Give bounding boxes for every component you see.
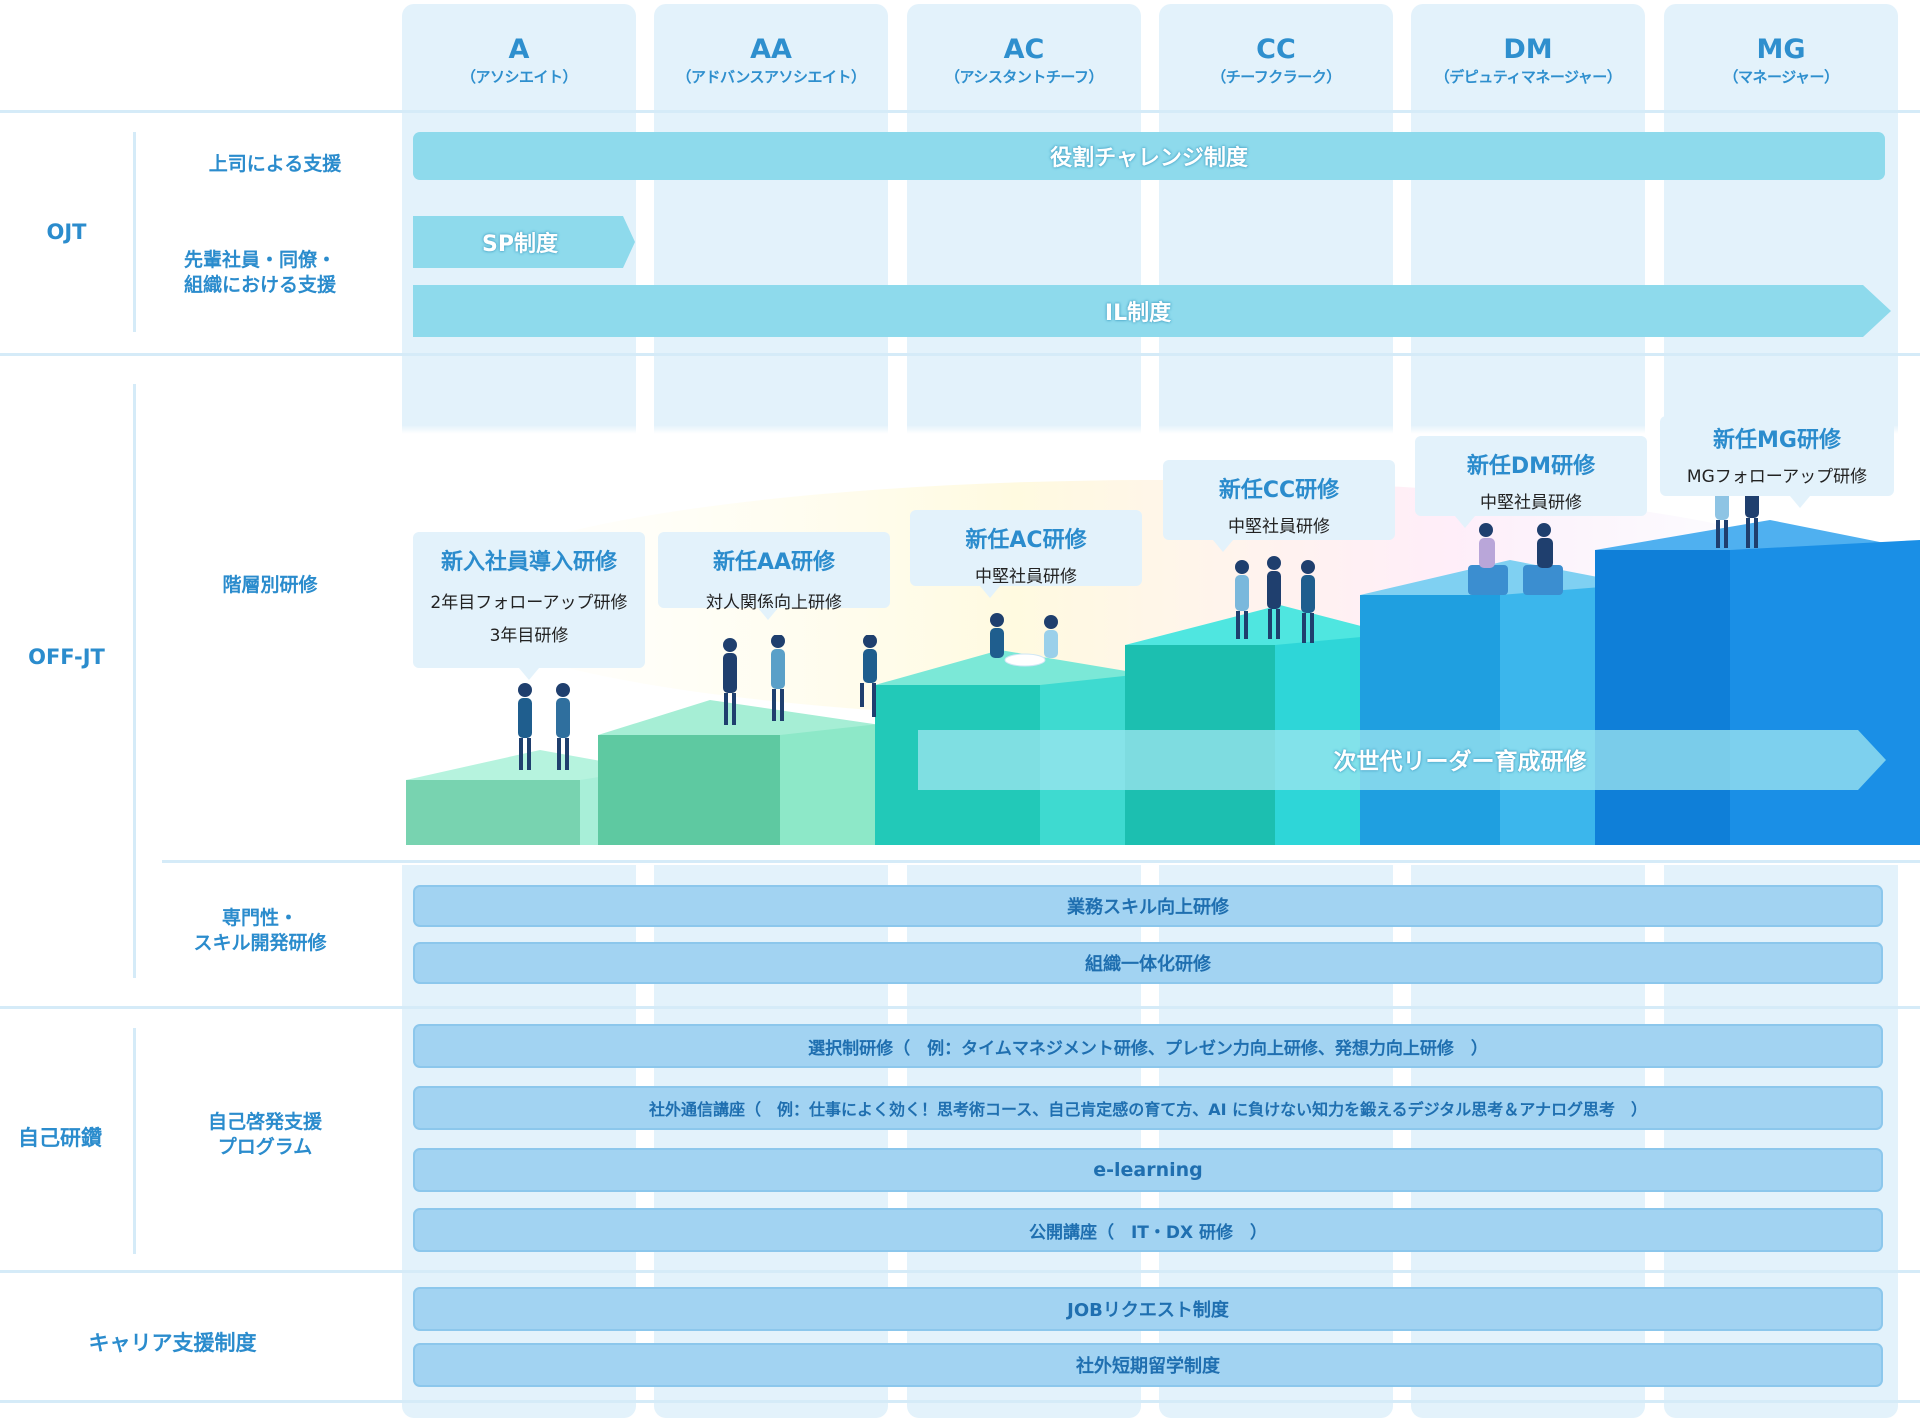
row-divider: [0, 1400, 1920, 1403]
row-divider: [0, 110, 1920, 113]
bubble-mg: 新任MG研修 MGフォローアップ研修: [1660, 416, 1894, 508]
bar-skill: 業務スキル向上研修: [413, 885, 1883, 927]
bar-next-leader: 次世代リーダー育成研修: [1333, 749, 1587, 775]
bubble-cc: 新任CC研修 中堅社員研修: [1163, 460, 1395, 552]
bar-il-arrow: [413, 285, 1891, 337]
bar-self: 社外通信講座（ 例：仕事によく効く！思考術コース、自己肯定感の育て方、AI に負…: [413, 1086, 1883, 1130]
bar-career: JOBリクエスト制度: [413, 1287, 1883, 1331]
category-divider: [133, 1028, 136, 1254]
category-ojt: OJT: [46, 220, 87, 244]
bar-sp: SP制度: [482, 232, 558, 257]
bar-skill: 組織一体化研修: [413, 942, 1883, 984]
bubble-a: 新入社員導入研修 2年目フォローアップ研修 3年目研修: [413, 532, 645, 680]
category-career: キャリア支援制度: [88, 1331, 257, 1355]
level-name: （アシスタントチーフ）: [944, 68, 1104, 86]
people-icon: [1235, 556, 1315, 643]
bar-self: 公開講座（ IT・DX 研修 ）: [413, 1208, 1883, 1252]
level-name: （マネージャー）: [1723, 68, 1839, 86]
bar-sp-arrow: [413, 216, 635, 268]
bubble-aa: 新任AA研修 対人関係向上研修: [658, 532, 890, 620]
bar-next-leader-arrow: [918, 730, 1886, 790]
row-divider: [0, 353, 1920, 356]
level-code: AA: [750, 34, 792, 65]
sub-selfdev: 自己啓発支援プログラム: [207, 1111, 322, 1158]
category-offjt: OFF-JT: [28, 645, 105, 669]
bar-self: 選択制研修（ 例：タイムマネジメント研修、プレゼン力向上研修、発想力向上研修 ）: [413, 1024, 1883, 1068]
category-self: 自己研鑽: [18, 1126, 102, 1150]
sub-skill: 専門性・スキル開発研修: [193, 907, 327, 954]
level-code: MG: [1756, 34, 1806, 65]
sub-boss: 上司による支援: [208, 153, 342, 175]
level-code: A: [508, 34, 530, 65]
level-name: （デピュティマネージャー）: [1434, 68, 1622, 86]
people-icon: [1468, 523, 1563, 595]
bar-self: e-learning: [413, 1148, 1883, 1192]
bar-role-challenge: 役割チャレンジ制度: [413, 132, 1885, 180]
bubble-dm: 新任DM研修 中堅社員研修: [1415, 436, 1647, 528]
row-divider: [162, 860, 1920, 863]
bubble-ac: 新任AC研修 中堅社員研修: [910, 510, 1142, 598]
row-divider: [0, 1270, 1920, 1273]
category-divider: [133, 132, 136, 332]
level-code: CC: [1256, 34, 1296, 65]
level-name: （アドバンスアソシエイト）: [676, 68, 866, 86]
level-code: DM: [1503, 34, 1553, 65]
sub-tier: 階層別研修: [222, 574, 318, 596]
bar-career: 社外短期留学制度: [413, 1343, 1883, 1387]
sub-senior: 先輩社員・同僚・組織における支援: [183, 249, 336, 296]
level-code: AC: [1003, 34, 1045, 65]
row-divider: [0, 1006, 1920, 1009]
people-icon: [723, 635, 877, 725]
people-icon: [990, 613, 1058, 667]
bar-il: IL制度: [1104, 301, 1172, 326]
category-divider: [133, 384, 136, 978]
level-name: （チーフクラーク）: [1211, 68, 1341, 86]
level-name: （アソシエイト）: [460, 68, 578, 86]
people-icon: [518, 683, 570, 770]
